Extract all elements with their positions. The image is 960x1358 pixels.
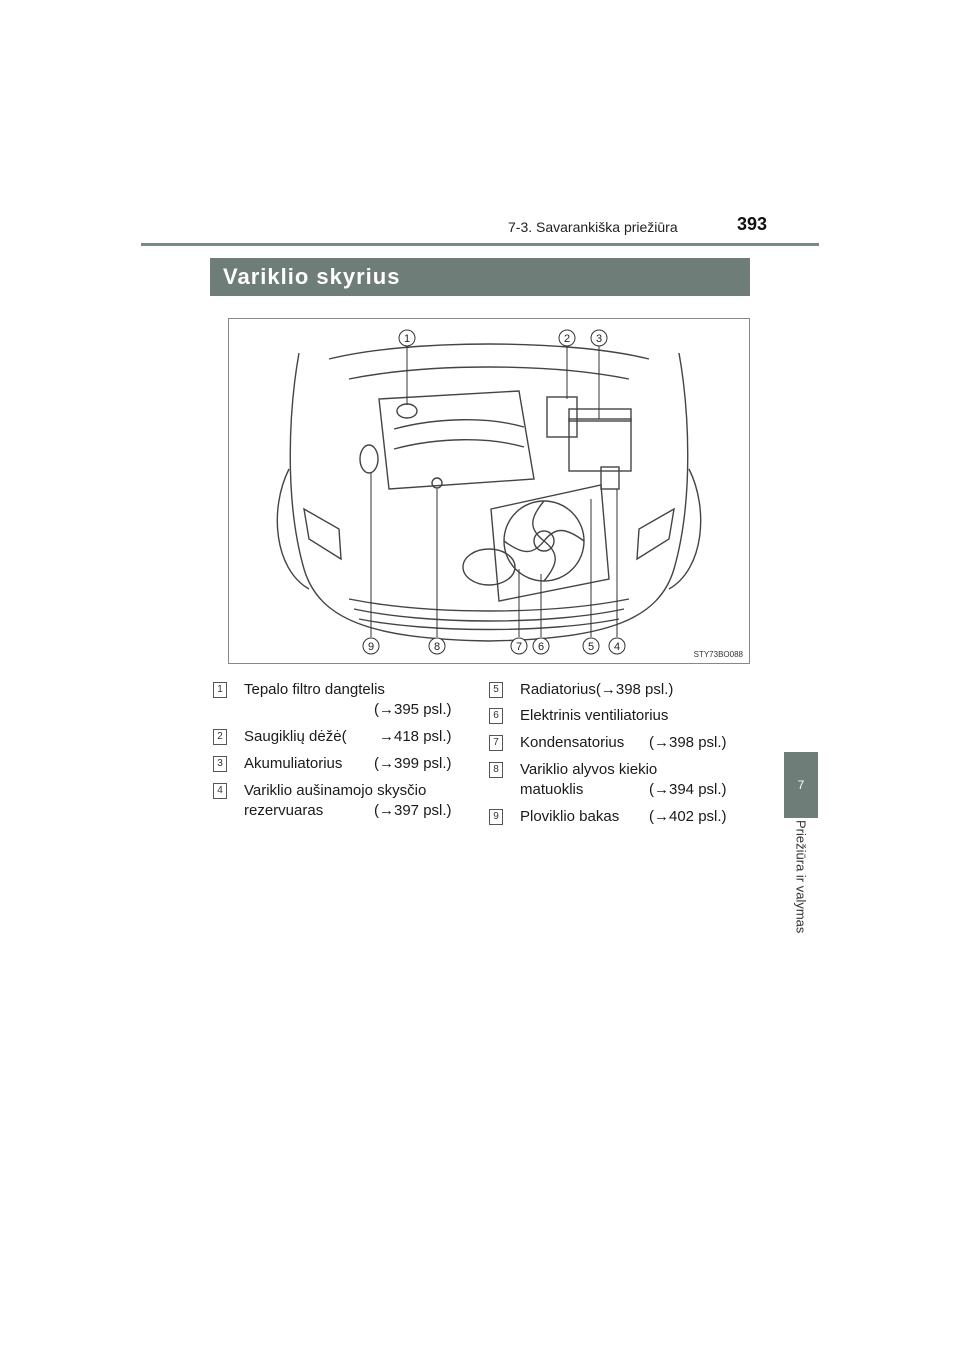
item-label: Akumuliatorius [244, 755, 343, 772]
engine-bay-drawing: 1 2 3 9 8 7 6 5 4 [276, 329, 702, 655]
callout-8: 8 [434, 641, 440, 653]
item-number: 9 [489, 809, 503, 825]
callout-1: 1 [404, 333, 410, 345]
item-number: 3 [213, 756, 227, 772]
callout-6: 6 [538, 641, 544, 653]
item-number: 2 [213, 729, 227, 745]
item-label-continued: rezervuaras [244, 802, 324, 819]
header-rule [141, 243, 819, 246]
figure-code: STY73BO088 [693, 650, 743, 659]
callout-2: 2 [564, 333, 570, 345]
callout-4: 4 [614, 641, 620, 653]
callout-9: 9 [368, 641, 374, 653]
item-label: Saugiklių dėžė( [244, 728, 347, 745]
item-label: Variklio aušinamojo skysčio [244, 782, 427, 799]
chapter-tab[interactable]: 7 [784, 752, 818, 818]
page-title: Variklio skyrius [210, 258, 750, 296]
item-label: Variklio alyvos kiekio [520, 761, 658, 778]
page-reference-link[interactable]: (→402 psl.) [649, 808, 727, 825]
item-label: Radiatorius(→398 psl.) [520, 681, 674, 698]
engine-bay-illustration: 1 2 3 9 8 7 6 5 4 STY73BO088 [228, 318, 750, 664]
page-reference-link[interactable]: (→395 psl.) [374, 701, 452, 718]
item-number: 1 [213, 682, 227, 698]
item-label-continued: matuoklis [520, 781, 584, 798]
item-number: 8 [489, 762, 503, 778]
page-number: 393 [737, 214, 768, 234]
item-label: Tepalo filtro dangtelis [244, 681, 385, 698]
item-number: 4 [213, 783, 227, 799]
item-number: 5 [489, 682, 503, 698]
item-number: 6 [489, 708, 503, 724]
page-reference-link[interactable]: →418 psl.) [379, 728, 452, 745]
item-label: Ploviklio bakas [520, 808, 620, 825]
callout-7: 7 [516, 641, 522, 653]
callout-3: 3 [596, 333, 602, 345]
page-reference-link[interactable]: (→398 psl.) [649, 734, 727, 751]
page-reference-link[interactable]: (→397 psl.) [374, 802, 452, 819]
page-reference-link[interactable]: (→394 psl.) [649, 781, 727, 798]
page-reference-link[interactable]: (→399 psl.) [374, 755, 452, 772]
callout-5: 5 [588, 641, 594, 653]
item-number: 7 [489, 735, 503, 751]
item-label: Elektrinis ventiliatorius [520, 707, 669, 724]
item-label: Kondensatorius [520, 734, 625, 751]
section-header: 7-3. Savarankiška priežiūra [508, 219, 678, 235]
chapter-label: Priežiūra ir valymas [793, 820, 809, 934]
